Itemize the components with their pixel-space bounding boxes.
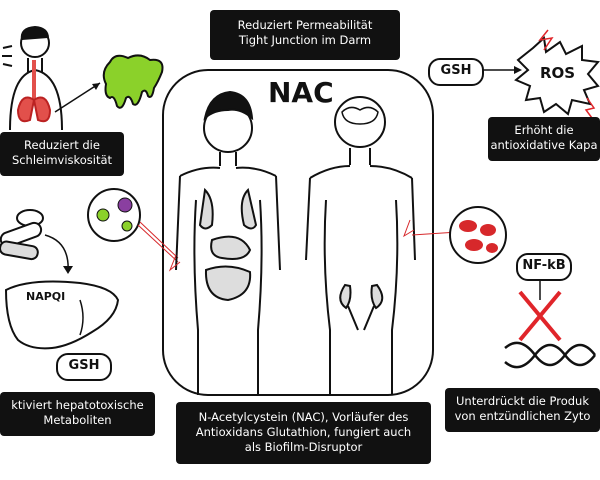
cytokines-line-1: Unterdrückt die Produk [456,394,589,408]
mucus-line-1: Reduziert die [24,138,100,152]
ros-label: ROS [540,64,576,82]
cytokines-line-2: von entzündlichen Zyto [454,409,591,423]
nac-title: NAC [268,76,334,109]
mucus-line-2: Schleimviskosität [11,153,113,167]
antioxidant-box: Erhöht die antioxidative Kapa [488,117,600,161]
permeability-line-2: Tight Junction im Darm [238,33,372,47]
antioxidant-line-2: antioxidative Kapa [490,138,598,152]
body-frame [162,69,434,396]
gsh-top-label: GSH [428,58,484,86]
cross-icon [518,290,562,342]
person-lungs-icon [2,25,63,131]
mucus-box: Reduziert die Schleimviskosität [0,132,124,176]
man-body-icon [305,96,416,395]
permeability-box: Reduziert Permeabilität Tight Junction i… [210,10,400,60]
nac-description-line-2: Antioxidans Glutathion, fungiert auch [195,425,412,439]
gsh-liver-label: GSH [56,353,112,381]
hepatotoxic-line-1: ktiviert hepatotoxische [11,398,144,412]
hepatotoxic-line-2: Metaboliten [43,413,112,427]
nac-description-line-3: als Biofilm-Disruptor [244,440,363,454]
pills-icon [0,209,44,261]
arrow-to-mucus [54,82,101,113]
mucus-blob-icon [102,54,164,109]
nac-description-line-1: N-Acetylcystein (NAC), Vorläufer des [198,410,409,424]
red-blood-cells-icon [449,206,507,264]
nfkb-label: NF-kB [516,253,572,281]
woman-body-icon [175,90,281,395]
ros-burst-icon [514,35,600,116]
antioxidant-line-1: Erhöht die [514,123,574,137]
napqi-label: NAPQI [26,290,66,303]
bacteria-icon [87,188,141,242]
hepatotoxic-box: ktiviert hepatotoxische Metaboliten [0,392,155,436]
nac-description-box: N-Acetylcystein (NAC), Vorläufer des Ant… [176,402,431,464]
permeability-line-1: Reduziert Permeabilität [237,18,373,32]
liver-icon [4,280,120,350]
cytokines-box: Unterdrückt die Produk von entzündlichen… [445,388,600,432]
dna-icon [504,341,596,369]
